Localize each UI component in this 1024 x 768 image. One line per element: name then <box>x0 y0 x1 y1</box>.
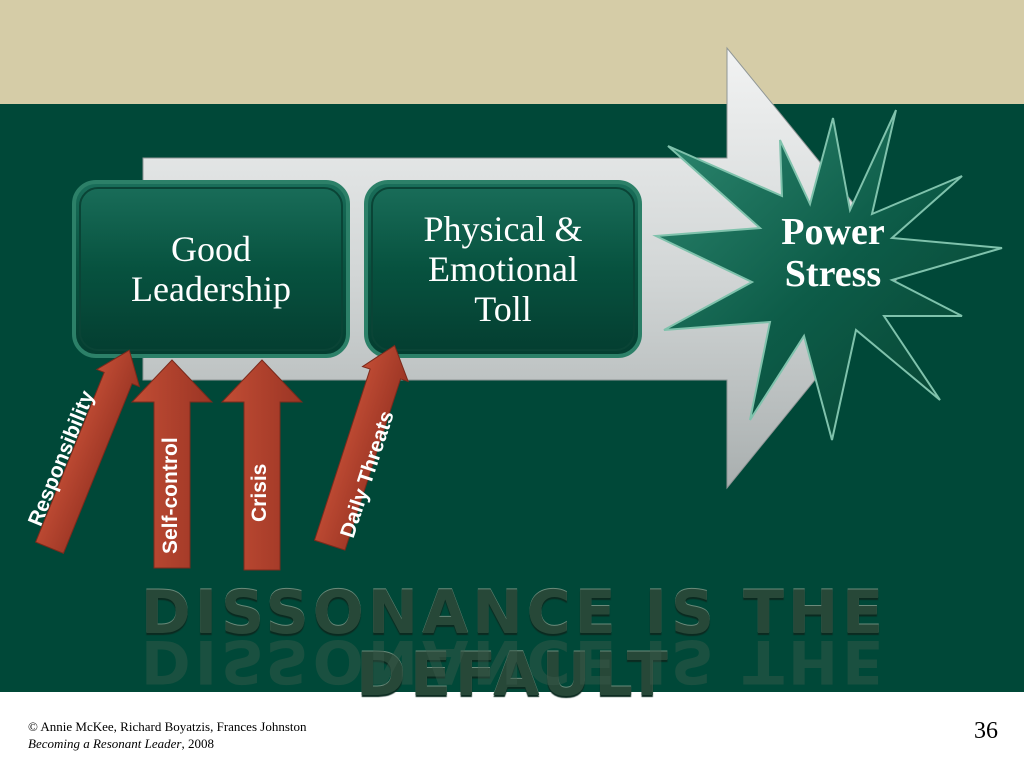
copyright-line: © Annie McKee, Richard Boyatzis, Frances… <box>28 719 307 734</box>
good-leadership-line2: Leadership <box>131 269 291 309</box>
footer-area <box>0 692 1024 768</box>
power-stress-label: Power Stress <box>748 211 918 296</box>
up-arrow-icon <box>220 359 304 571</box>
book-title: Becoming a Resonant Leader <box>28 736 182 751</box>
toll-line1: Physical & <box>423 208 583 249</box>
good-leadership-box-shape <box>72 180 350 358</box>
book-year: , 2008 <box>181 736 214 751</box>
box-inner-bevel <box>371 187 635 351</box>
power-stress-line1: Power <box>781 211 885 253</box>
crisis-text: Crisis <box>248 463 271 522</box>
up-arrow-icon <box>130 359 214 569</box>
up-arrow-icon <box>313 344 409 551</box>
copyright-credit: © Annie McKee, Richard Boyatzis, Frances… <box>28 718 307 752</box>
physical-toll-box-shape <box>364 180 642 358</box>
good-leadership-line1: Good <box>171 228 251 269</box>
up-arrow-icon <box>34 349 141 554</box>
book-citation: Becoming a Resonant Leader, 2008 <box>28 735 307 752</box>
power-stress-line2: Stress <box>784 252 882 295</box>
top-band <box>0 0 1024 104</box>
dissonance-banner: DISSONANCE IS THE DEFAULT <box>140 578 888 710</box>
page-number: 36 <box>974 718 998 744</box>
physical-emotional-toll-box: Physical & Emotional Toll <box>366 182 640 356</box>
toll-line2: Emotional <box>428 248 578 289</box>
dissonance-banner-reflection: DISSONANCE IS THE DEFAULT <box>140 640 888 692</box>
box-inner-bevel <box>79 187 343 351</box>
good-leadership-box: Good Leadership <box>74 182 348 356</box>
starburst-icon <box>652 109 1003 441</box>
self-control-text: Self-control <box>159 437 182 554</box>
toll-line3: Toll <box>474 289 532 330</box>
